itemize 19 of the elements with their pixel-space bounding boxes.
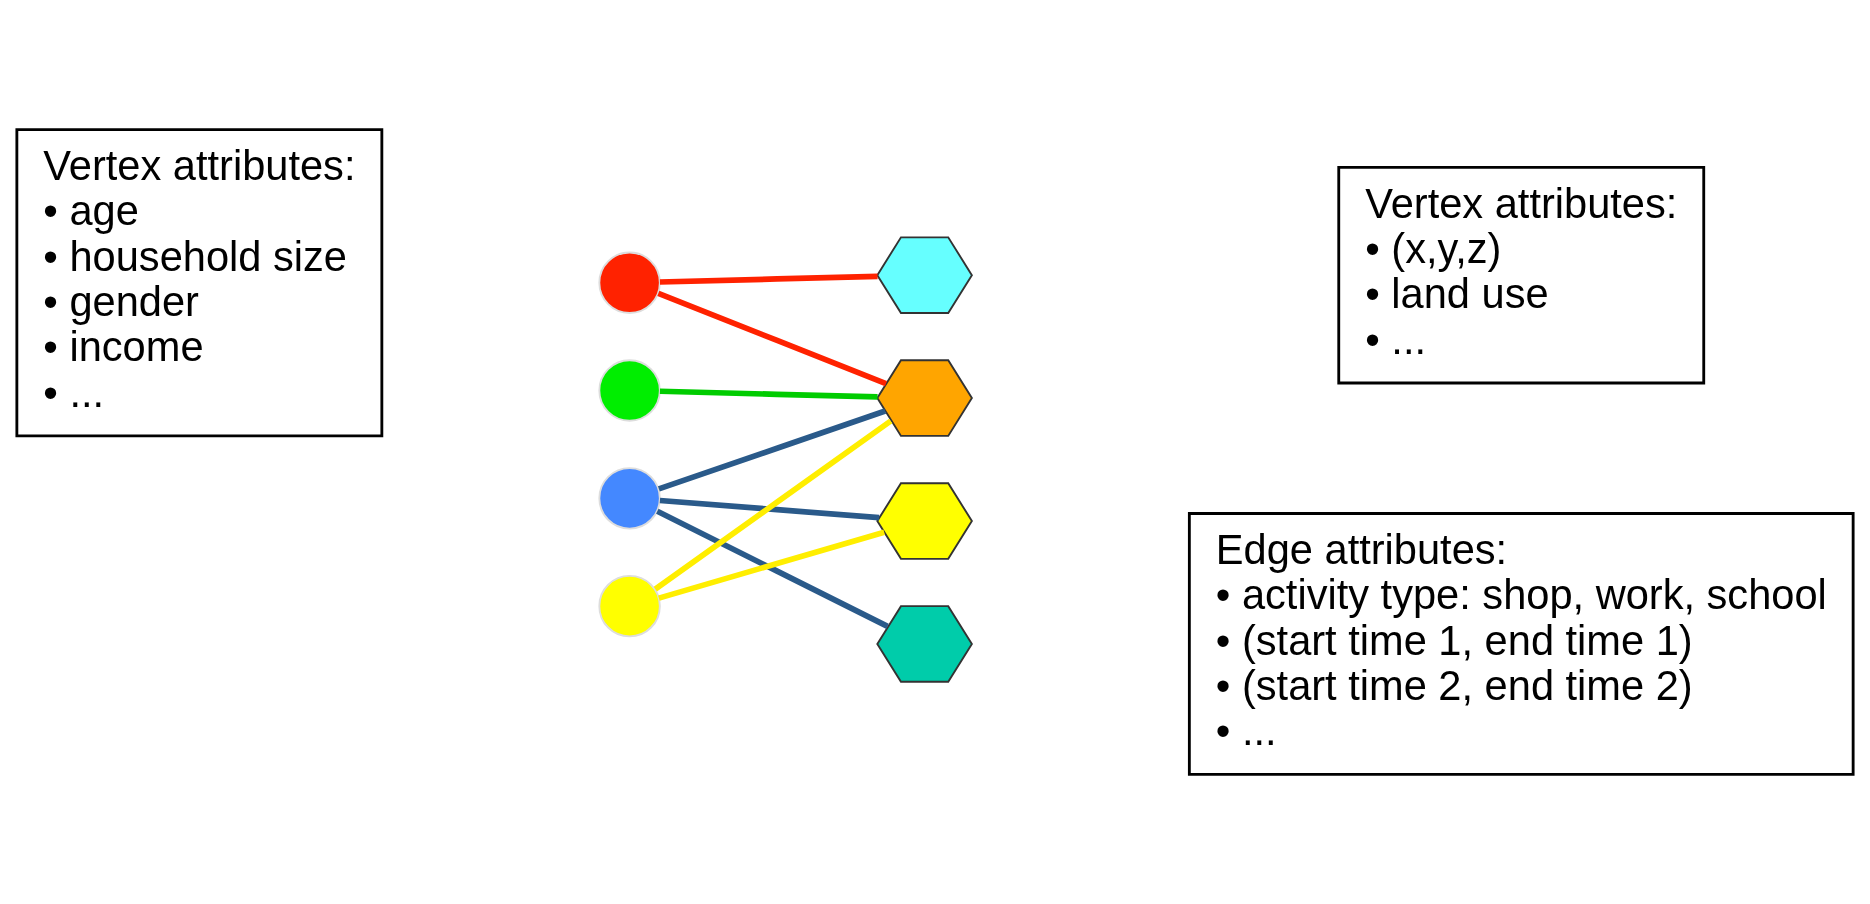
node-box: Edge attributes: • activity type: shop, work, school • (start time 1, end time 1) • (start time 2, end time 2) • ... — [1187, 512, 1855, 776]
node-hexagon — [876, 605, 973, 683]
node-box: Vertex attributes: • (x,y,z) • land use • ... — [1337, 165, 1706, 385]
connector — [659, 273, 878, 285]
node-hexagon — [876, 236, 973, 314]
node-circle — [598, 574, 661, 638]
node-hexagon — [876, 482, 973, 560]
connector — [658, 529, 885, 601]
connector — [659, 497, 880, 521]
node-circle — [598, 251, 661, 314]
node-circle — [598, 467, 661, 530]
node-hexagon — [876, 359, 973, 437]
connector — [659, 388, 878, 400]
node-circle — [598, 359, 661, 422]
connector — [653, 418, 893, 592]
node-box: Vertex attributes: • age • household size • gender • income • ... — [15, 128, 384, 438]
connector — [657, 290, 887, 387]
connector — [656, 508, 889, 629]
connector — [657, 408, 887, 492]
